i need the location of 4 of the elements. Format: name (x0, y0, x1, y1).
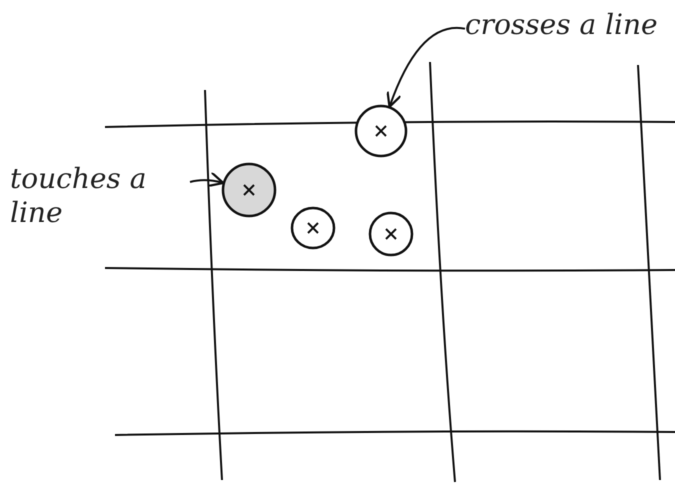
handwritten-label: touches a line (10, 162, 190, 250)
arrow (190, 172, 224, 188)
arrow (386, 26, 466, 108)
handwritten-label: crosses a line (465, 8, 665, 88)
